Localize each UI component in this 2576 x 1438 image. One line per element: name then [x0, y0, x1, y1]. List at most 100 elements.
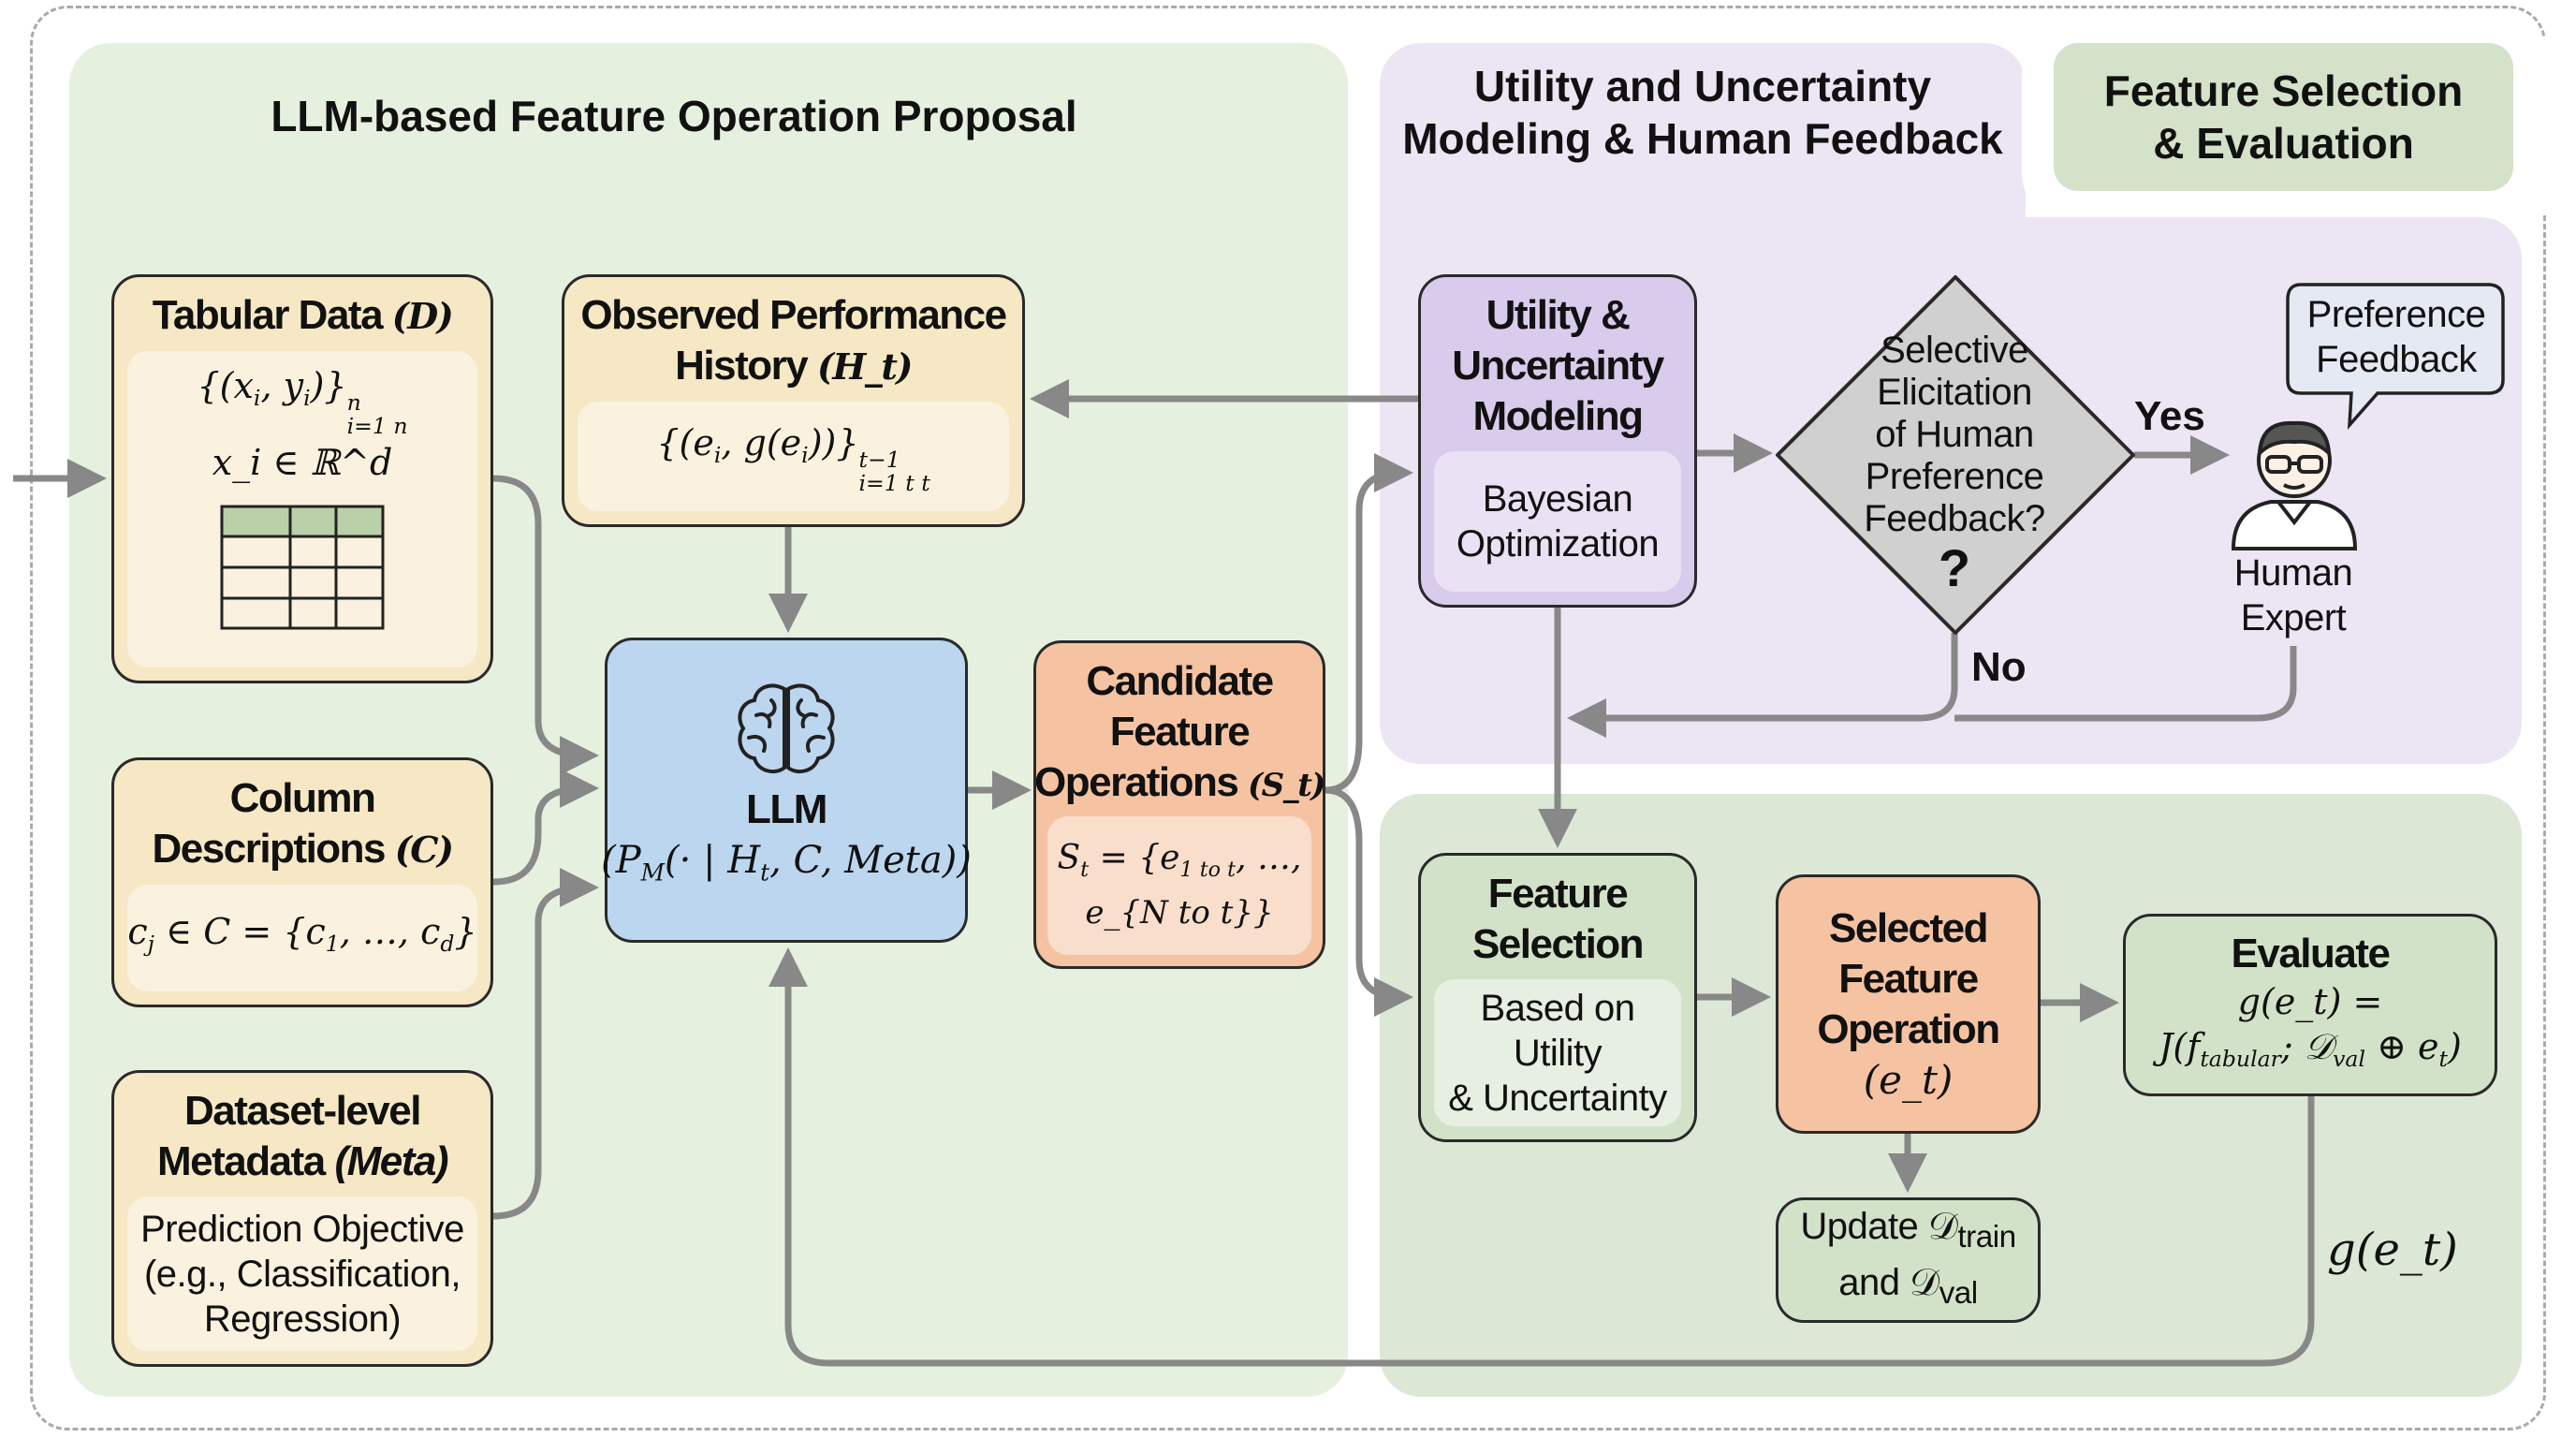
decision-line: Feedback?: [1864, 498, 2045, 539]
candidate-formula-line2: e_{N to t}}: [1085, 893, 1274, 932]
arrow-candidate-to-utility: [1325, 453, 1413, 794]
selected-title-line3: Operation: [1817, 1005, 2000, 1052]
columns-title-math: (C): [394, 829, 454, 871]
candidate-formula-line1: St = {e1 to t, …,: [1057, 839, 1302, 882]
fs-title-line1: Feature: [1487, 871, 1629, 917]
llm-box: LLM (PM(· | Ht, C, Meta)): [601, 638, 972, 943]
decision-diamond: [1776, 275, 2135, 635]
utility-body-line1: Bayesian: [1482, 478, 1633, 520]
decision-text: Selective Elicitation of Human Preferenc…: [1814, 330, 2095, 596]
llm-formula: (PM(· | Ht, C, Meta)): [601, 839, 972, 887]
arrow-evaluate-to-llm: [768, 947, 2315, 1367]
tabular-title: Tabular Data (D): [152, 290, 454, 342]
selected-title-line2: Feature: [1838, 955, 1979, 1002]
metadata-box: Dataset-level Metadata (Meta) Prediction…: [111, 1070, 493, 1367]
utility-body-line2: Optimization: [1456, 523, 1660, 565]
columns-inner: cj ∈ C = {c1, …, cd}: [127, 885, 477, 991]
metadata-title-line2: Metadata (Meta): [156, 1137, 449, 1187]
decision-line: of Human: [1875, 414, 2034, 455]
history-title-text: History: [675, 343, 809, 389]
arrow-tabular-to-llm: [492, 475, 599, 775]
selected-title-line1: Selected: [1829, 904, 1988, 951]
candidate-title-math: (S_t): [1248, 767, 1325, 804]
human-label-line1: Human: [2233, 552, 2353, 594]
update-line1: Update 𝒟train: [1800, 1206, 2016, 1255]
candidate-title-text: Operations: [1034, 759, 1239, 805]
selection-title-line2: & Evaluation: [2153, 119, 2414, 168]
tabular-title-math: (D): [391, 295, 454, 337]
metadata-body-line: Prediction Objective: [140, 1208, 464, 1250]
utility-title-line1: Utility and Uncertainty: [1473, 62, 1932, 110]
metadata-title-text: Metadata: [156, 1138, 326, 1184]
arrow-no-path: [1567, 633, 1958, 738]
evaluate-title: Evaluate: [2231, 930, 2391, 976]
outer-dashed-border: [30, 6, 2546, 1431]
decision-line: Selective: [1881, 330, 2028, 371]
bubble-line1: Preference: [2306, 294, 2486, 335]
candidate-title-line1: Candidate: [1086, 658, 1274, 704]
utility-title-line2: Modeling & Human Feedback: [1402, 114, 2003, 163]
speech-bubble: [2286, 283, 2505, 430]
arrow-candidate-to-selection: [1325, 786, 1413, 1017]
bubble-line2: Feedback: [2316, 339, 2477, 380]
table-icon: [220, 505, 385, 630]
person-icon: [2231, 420, 2358, 550]
utility-title: Utility and Uncertainty Modeling & Human…: [1380, 60, 2026, 165]
column-descriptions-box: Column Descriptions (C) cj ∈ C = {c1, …,…: [111, 757, 493, 1007]
utility-title-line3: Modeling: [1472, 393, 1644, 439]
candidate-title-line2: Feature: [1109, 709, 1251, 755]
metadata-body-line: (e.g., Classification,: [143, 1253, 461, 1295]
evaluate-formula-line2: J(ftabular; 𝒟val ⊕ et): [2159, 1025, 2462, 1073]
columns-formula: cj ∈ C = {c1, …, cd}: [127, 911, 477, 958]
candidate-inner: St = {e1 to t, …, e_{N to t}}: [1047, 816, 1311, 955]
columns-title-text: Descriptions: [152, 826, 387, 872]
feature-selection-box: Feature Selection Based on Utility & Unc…: [1418, 853, 1697, 1142]
history-title-line1: Observed Performance: [580, 292, 1007, 338]
brain-icon: [738, 683, 835, 774]
llm-title: LLM: [746, 786, 827, 833]
no-label: No: [1971, 644, 2027, 690]
fs-title-line2: Selection: [1471, 921, 1645, 967]
selected-title-math: (e_t): [1863, 1056, 1954, 1103]
proposal-title: LLM-based Feature Operation Proposal: [271, 92, 1077, 140]
columns-title-line1: Column: [229, 775, 376, 821]
evaluate-formula-line1: g(e_t) =: [2237, 980, 2383, 1022]
tabular-title-text: Tabular Data: [152, 292, 384, 338]
arrow-columns-to-llm: [492, 769, 599, 886]
metadata-inner: Prediction Objective (e.g., Classificati…: [127, 1196, 477, 1351]
utility-inner: Bayesian Optimization: [1434, 451, 1681, 592]
evaluate-box: Evaluate g(e_t) = J(ftabular; 𝒟val ⊕ et): [2123, 914, 2497, 1096]
fs-body-line2: & Uncertainty: [1448, 1077, 1667, 1119]
fs-body-line1: Based on Utility: [1480, 987, 1635, 1074]
tabular-formula-space: x_i ∈ ℝ^d: [212, 442, 393, 484]
update-box: Update 𝒟train and 𝒟val: [1776, 1197, 2041, 1323]
arrow-human-return: [1954, 646, 2297, 722]
fs-inner: Based on Utility & Uncertainty: [1434, 979, 1681, 1126]
utility-title-line1: Utility &: [1486, 292, 1631, 338]
metadata-body-line: Regression): [203, 1298, 402, 1340]
arrow-metadata-to-llm: [492, 868, 599, 1220]
metadata-title-line1: Dataset-level: [184, 1088, 421, 1134]
history-box: Observed Performance History (H_t) {(ei,…: [562, 274, 1025, 527]
history-title-math: (H_t): [816, 345, 913, 388]
columns-title-line2: Descriptions (C): [152, 824, 454, 875]
utility-modeling-box: Utility & Uncertainty Modeling Bayesian …: [1418, 274, 1697, 608]
utility-title-line2: Uncertainty: [1452, 343, 1664, 389]
metadata-title-math: (Meta): [334, 1138, 448, 1184]
candidate-box: Candidate Feature Operations (S_t) St = …: [1033, 640, 1325, 969]
yes-label: Yes: [2134, 393, 2205, 439]
preference-feedback-label: Preference Feedback: [2289, 292, 2504, 382]
decision-line: Elicitation: [1877, 372, 2032, 413]
history-title-line2: History (H_t): [675, 341, 913, 392]
question-mark-icon: ?: [1938, 538, 1971, 597]
human-expert-label: Human Expert: [2209, 550, 2378, 640]
selection-panel-header: Feature Selection & Evaluation: [2054, 43, 2513, 191]
human-label-line2: Expert: [2240, 597, 2347, 638]
selected-operation-box: Selected Feature Operation (e_t): [1776, 874, 2041, 1134]
